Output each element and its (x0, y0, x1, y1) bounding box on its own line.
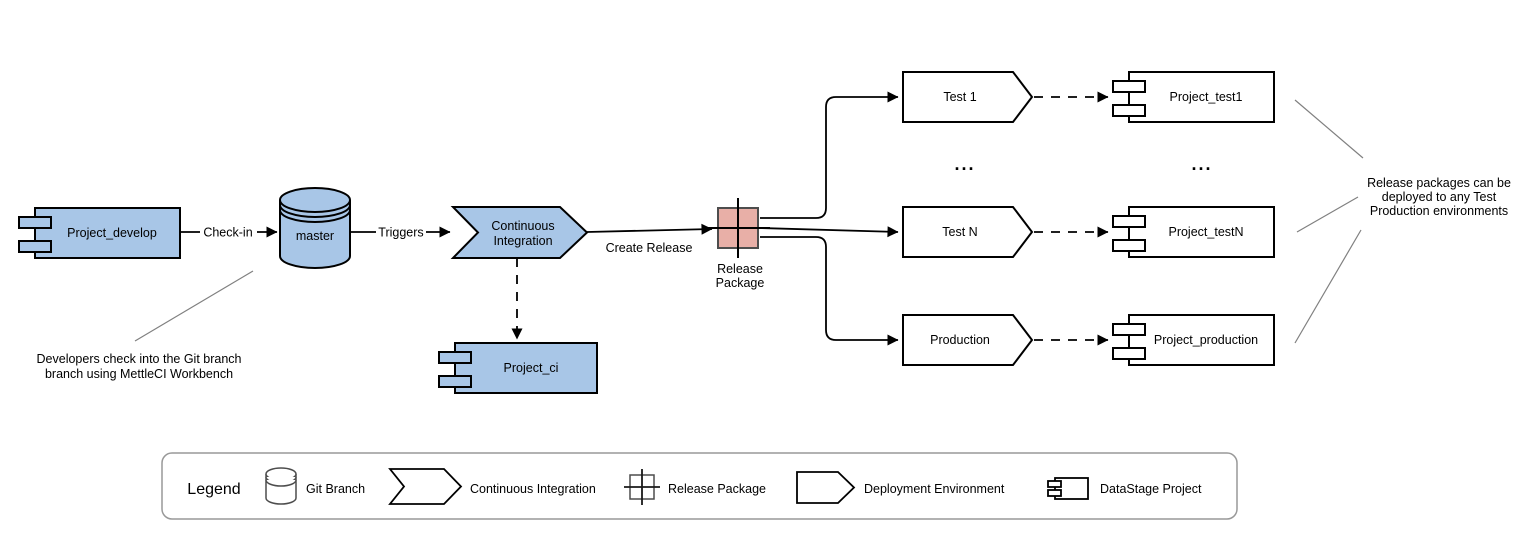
edge-triggers: Triggers (350, 224, 451, 240)
legend-label: Continuous Integration (470, 482, 596, 496)
component-tab-icon (1112, 80, 1146, 93)
component-project-test1: Project_test1 (1112, 71, 1275, 123)
legend-item-continuous-integration: Continuous Integration (388, 468, 596, 505)
component-label: Project_testN (1168, 225, 1243, 239)
component-tab-icon (1112, 347, 1146, 360)
component-tab-icon (1112, 323, 1146, 336)
release-package-node: Release Package (706, 198, 770, 290)
annotation-line1: Release packages can be (1367, 176, 1511, 190)
environment-testN: Test N (902, 206, 1034, 258)
edge-label-bg (376, 224, 426, 240)
ellipsis-environments: ... (954, 154, 975, 174)
annotation-line1: Developers check into the Git branch (37, 352, 242, 366)
legend-item-deployment-environment: Deployment Environment (796, 471, 1005, 504)
annotation-line2: branch using MettleCI Workbench (45, 367, 233, 381)
release-package-label-line1: Release (717, 262, 763, 276)
annotation-line-testN (1296, 196, 1359, 233)
ellipsis-projects: ... (1191, 154, 1212, 174)
component-project-ci: Project_ci (438, 342, 598, 394)
annotation-line3: Production environments (1370, 204, 1508, 218)
datastage-project-component-icon (1054, 477, 1089, 500)
git-branch-label: master (296, 229, 334, 243)
environment-label: Test 1 (943, 90, 976, 104)
legend-item-datastage-project: DataStage Project (1047, 477, 1202, 500)
ci-label-line2: Integration (493, 234, 552, 248)
component-tab-icon (1112, 104, 1146, 117)
component-tab-icon (1112, 239, 1146, 252)
legend-label: DataStage Project (1100, 482, 1202, 496)
component-tab-icon (438, 375, 472, 388)
edge-label-check-in: Check-in (203, 226, 252, 240)
component-label: Project_production (1154, 333, 1258, 347)
annotation-developers: Developers check into the Git branch bra… (37, 352, 242, 381)
edge-release-to-testN (759, 226, 899, 238)
component-project-testN: Project_testN (1112, 206, 1275, 258)
environment-label: Test N (942, 225, 977, 239)
component-tab-icon (1047, 489, 1062, 497)
edge-label-triggers: Triggers (378, 226, 423, 240)
legend-label: Git Branch (306, 482, 365, 496)
edge-label-bg (200, 224, 257, 240)
component-tab-icon (18, 240, 52, 253)
component-tab-icon (18, 216, 52, 229)
legend: Legend Git Branch Continuous Integration… (161, 452, 1238, 520)
component-project-production: Project_production (1112, 314, 1275, 366)
legend-item-release-package: Release Package (624, 469, 766, 505)
component-tab-icon (438, 351, 472, 364)
git-branch-master-cylinder: master (279, 187, 351, 269)
edge-create-release: Create Release (586, 223, 713, 255)
annotation-line-developers (134, 270, 254, 342)
edge-release-to-production (760, 236, 899, 346)
component-tab-icon (1047, 480, 1062, 488)
component-project-develop: Project_develop (18, 207, 181, 259)
edge-check-in: Check-in (180, 224, 278, 240)
legend-title: Legend (187, 481, 240, 498)
component-label: Project_test1 (1170, 90, 1243, 104)
annotation-line2: deployed to any Test (1382, 190, 1497, 204)
environment-test1: Test 1 (902, 71, 1034, 123)
annotation-line-production (1294, 229, 1362, 344)
ci-label-line1: Continuous (491, 219, 554, 233)
component-label: Project_develop (67, 226, 157, 240)
component-tab-icon (1112, 215, 1146, 228)
release-package-label-line2: Package (716, 276, 765, 290)
release-package-cross-icon (706, 198, 770, 258)
annotation-release-packages: Release packages can be deployed to any … (1367, 176, 1511, 218)
legend-label: Deployment Environment (864, 482, 1005, 496)
continuous-integration-chevron: Continuous Integration (450, 206, 589, 259)
edge-release-to-test1 (760, 91, 899, 219)
environment-production: Production (902, 314, 1034, 366)
deployment-environment-pentagon-icon (796, 471, 856, 504)
annotation-line-test1 (1294, 99, 1364, 159)
legend-item-git-branch: Git Branch (265, 467, 365, 505)
component-label: Project_ci (504, 361, 559, 375)
edge-label-create-release: Create Release (606, 241, 693, 255)
legend-label: Release Package (668, 482, 766, 496)
continuous-integration-chevron-icon (388, 468, 463, 505)
environment-label: Production (930, 333, 990, 347)
